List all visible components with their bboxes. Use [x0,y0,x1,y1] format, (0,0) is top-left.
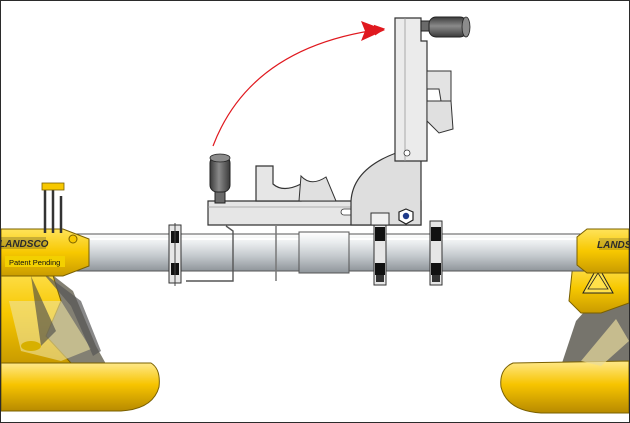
right-float-base [500,262,629,414]
bracket-hook-left [255,165,302,202]
handle-raised [420,16,471,38]
bracket-vertical-mast [394,17,428,162]
mast-hook-upper [426,70,452,102]
latch-block [370,212,390,226]
brand-label-right: LANDSCO [597,240,629,251]
right-clamp-b [429,220,443,286]
bracket-hook-right [298,174,337,202]
handle-lowered [209,153,231,204]
left-locking-pins [41,182,78,244]
hex-nut-icon [398,208,414,225]
horizontal-rail [48,231,590,274]
mast-hook-lower [426,100,454,134]
right-clamp-a [373,220,387,286]
lever-bracket [207,17,454,226]
left-end-cap: LANDSCO Patent Pending [1,182,90,277]
left-float-base [1,262,160,412]
brand-label-left: LANDSCO [1,239,49,250]
bracket-side-panel [350,152,422,226]
center-clamp-rod [186,225,277,282]
rail-coupler [298,231,350,274]
patent-pending-label: Patent Pending [9,258,60,267]
right-warning-triangle-icon [582,264,614,294]
right-float-tray [500,360,629,414]
rotation-arrow [212,24,386,147]
left-clamp [168,223,182,286]
right-end-cap: LANDSCO [576,228,629,274]
rotation-arrow-head-icon [361,21,385,41]
left-float-tray [1,362,160,412]
